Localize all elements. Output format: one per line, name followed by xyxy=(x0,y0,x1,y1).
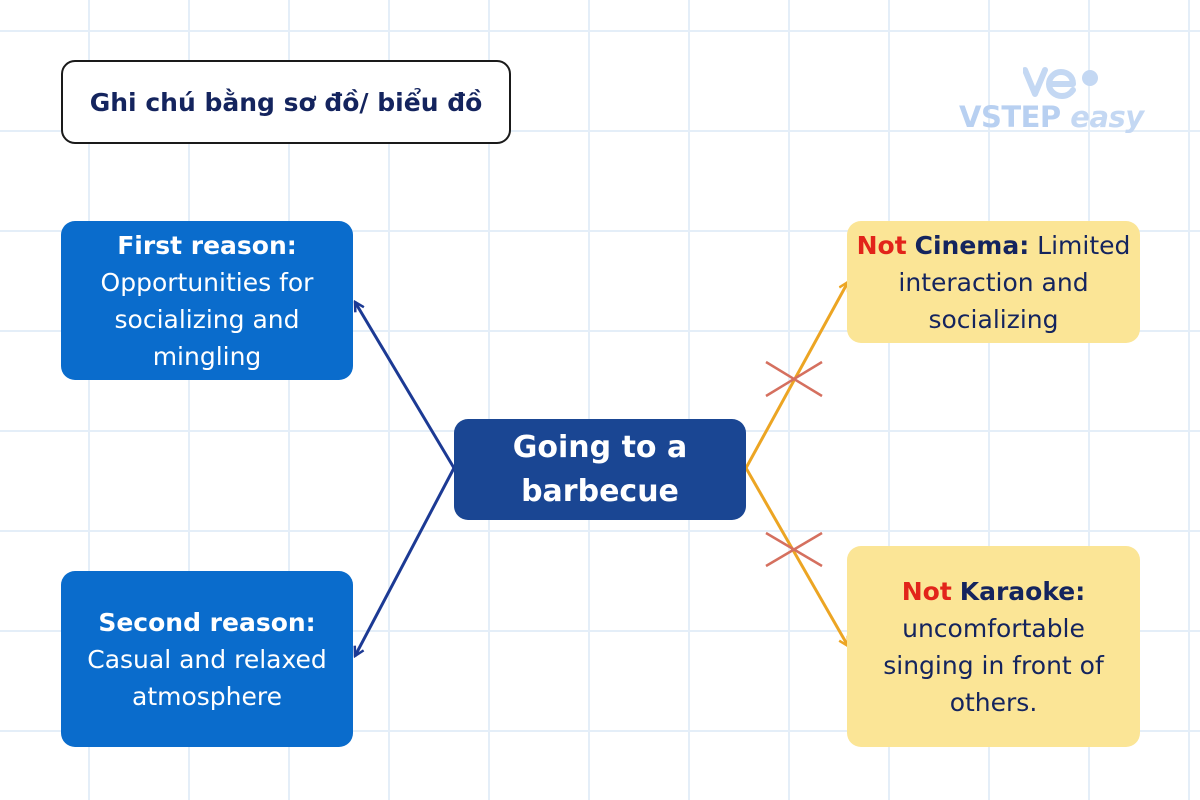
karaoke-label: Karaoke: xyxy=(959,576,1086,606)
not-label: Not xyxy=(901,576,952,606)
second-reason-line: Casual and relaxed xyxy=(87,644,327,674)
cinema-reason-start: Limited xyxy=(1037,230,1131,260)
karaoke-reason-line: singing in front of xyxy=(883,650,1104,680)
vstep-easy-logo: VSTEP easy xyxy=(955,58,1145,148)
logo-mark-icon xyxy=(1023,67,1098,100)
second-reason-heading: Second reason: xyxy=(98,607,316,637)
karaoke-reason-line: others. xyxy=(949,687,1038,717)
cross-mark-karaoke xyxy=(765,531,823,568)
arrow-to-first-reason xyxy=(355,302,456,469)
cross-mark-cinema xyxy=(765,360,823,398)
second-reason-box: Second reason: Casual and relaxed atmosp… xyxy=(61,571,353,747)
central-topic-line: barbecue xyxy=(521,473,679,509)
karaoke-reason-line: uncomfortable xyxy=(902,613,1085,643)
cinema-reason-line: interaction and xyxy=(898,267,1089,297)
not-label: Not xyxy=(856,230,907,260)
cinema-label: Cinema: xyxy=(914,230,1030,260)
logo-word-easy: easy xyxy=(1070,100,1144,134)
karaoke-option-box: Not Karaoke: uncomfortable singing in fr… xyxy=(847,546,1140,747)
logo-wordmark: VSTEP easy xyxy=(959,100,1144,134)
arrow-to-second-reason xyxy=(355,467,456,656)
first-reason-heading: First reason: xyxy=(117,230,297,260)
cinema-reason-line: socializing xyxy=(928,304,1059,334)
first-reason-line: socializing and xyxy=(114,304,300,334)
cinema-option-box: Not Cinema: Limited interaction and soci… xyxy=(847,221,1140,343)
logo-word-vstep: VSTEP xyxy=(959,100,1061,134)
karaoke-option-heading: Not Karaoke: xyxy=(902,573,1086,610)
first-reason-line: Opportunities for xyxy=(100,267,314,297)
first-reason-line: mingling xyxy=(152,341,262,371)
arrow-to-karaoke xyxy=(744,467,850,646)
central-topic-line: Going to a xyxy=(512,429,688,465)
first-reason-box: First reason: Opportunities for socializ… xyxy=(61,221,353,380)
second-reason-line: atmosphere xyxy=(132,681,282,711)
arrow-to-cinema xyxy=(744,282,850,469)
page-title: Ghi chú bằng sơ đồ/ biểu đồ xyxy=(61,60,511,144)
central-topic-box: Going to a barbecue xyxy=(454,419,746,520)
cinema-option-first-line: Not Cinema: Limited xyxy=(857,227,1131,264)
